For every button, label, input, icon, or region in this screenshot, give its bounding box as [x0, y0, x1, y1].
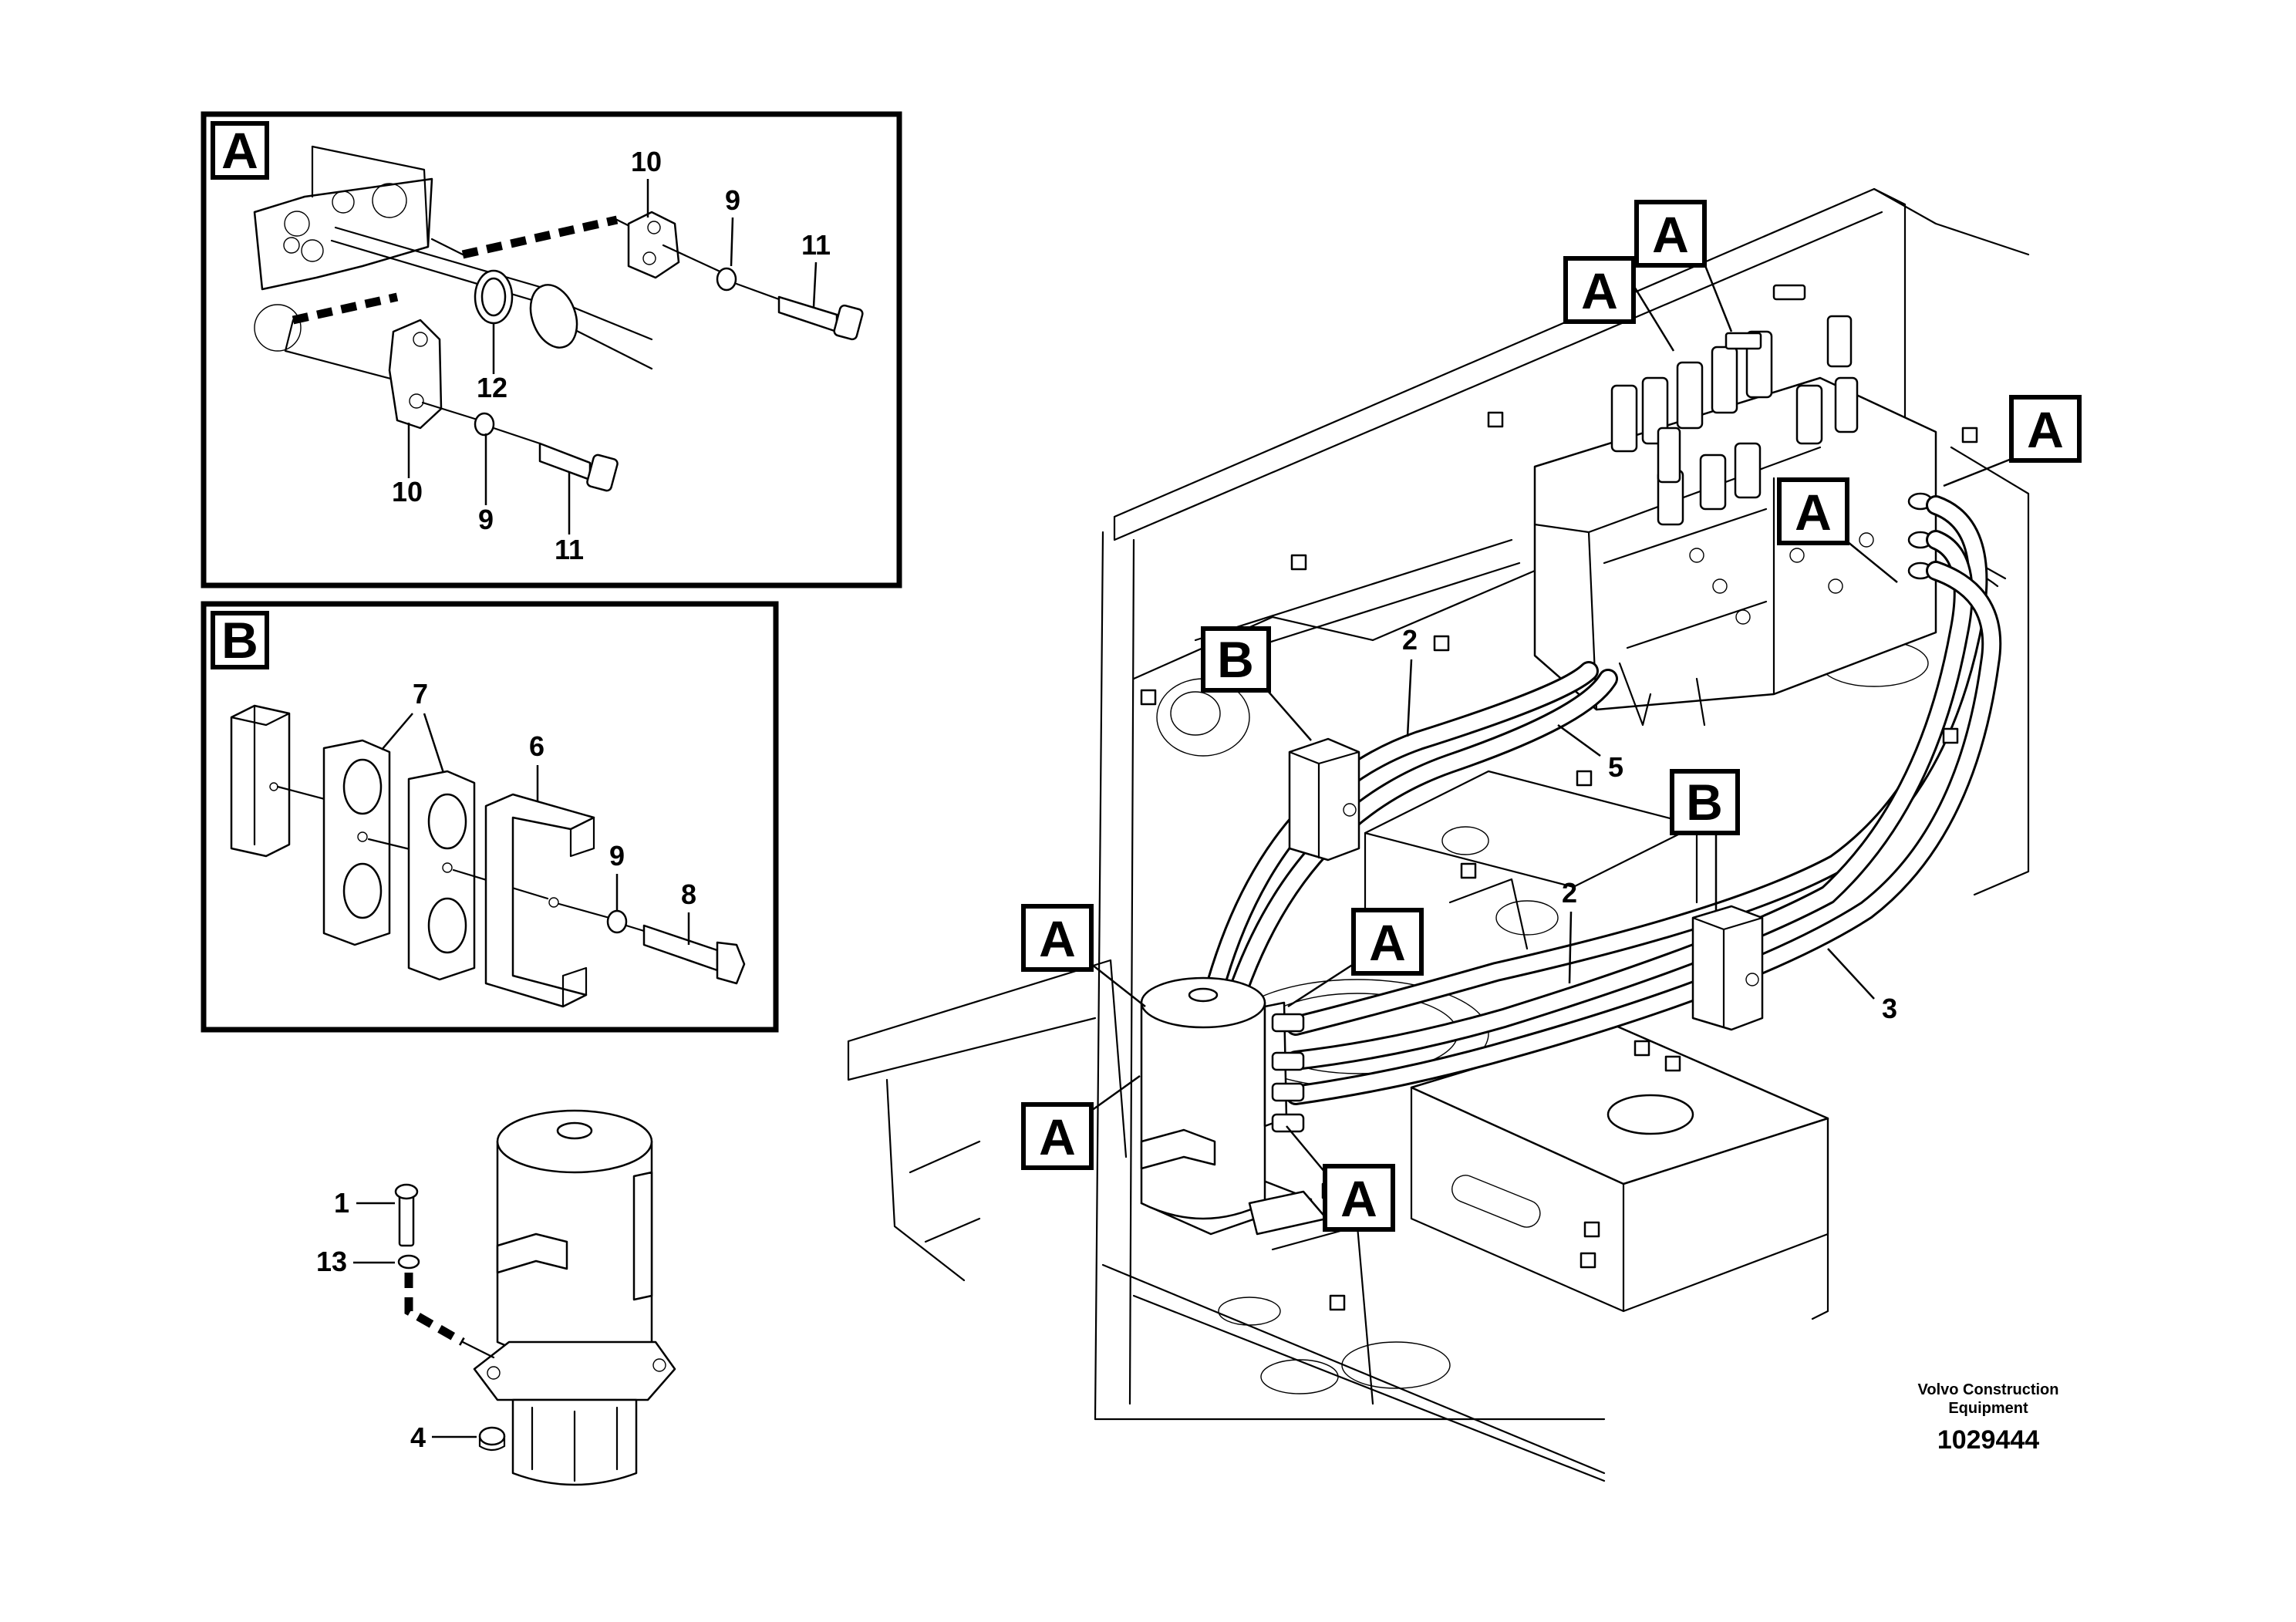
callout-a4: A	[1777, 477, 1898, 583]
svg-text:A: A	[1039, 1108, 1076, 1165]
detail-b-frame	[201, 601, 779, 1033]
label-hose-2-lower: 2	[1562, 877, 1577, 909]
label-clamp-half-lower: 10	[392, 476, 423, 508]
callout-a6: A	[1287, 908, 1424, 1008]
label-hose-5: 5	[1608, 751, 1623, 783]
callout-a2: A	[1634, 200, 1733, 332]
callout-a8: A	[1286, 1125, 1395, 1232]
clamp-half-lower	[388, 319, 443, 430]
swivel-notch	[496, 1233, 568, 1274]
label-clamp-halves: 7	[413, 678, 428, 710]
svg-text:A: A	[1581, 262, 1618, 319]
rubber-block	[230, 704, 291, 858]
swivel-tube	[632, 1171, 653, 1301]
label-nut-4: 4	[410, 1421, 426, 1453]
svg-text:A: A	[2027, 401, 2064, 458]
detail-a-callout-label: A	[221, 122, 258, 179]
label-screw-upper: 11	[801, 229, 831, 261]
label-hose-2-upper: 2	[1402, 624, 1418, 656]
washer-upper	[716, 267, 737, 292]
label-screw-1: 1	[334, 1187, 349, 1219]
callout-a7: A	[1021, 1074, 1141, 1170]
svg-text:A: A	[1369, 914, 1406, 971]
detail-b-callout-box	[211, 611, 269, 669]
callout-a5: A	[1021, 904, 1146, 1007]
svg-text:B: B	[1686, 774, 1723, 831]
screw-upper	[777, 295, 838, 333]
label-clamp-half-upper: 10	[631, 146, 662, 177]
callout-b1: B	[1201, 626, 1312, 741]
svg-text:A: A	[1340, 1170, 1377, 1227]
label-o-ring: 12	[477, 372, 507, 403]
label-washer-13: 13	[316, 1246, 347, 1277]
brand-line-2: Equipment	[1948, 1400, 2028, 1417]
washer-lower	[474, 412, 495, 437]
svg-text:A: A	[1795, 484, 1832, 541]
flange-block	[253, 177, 433, 291]
cover-plate	[484, 793, 595, 1008]
washer-b	[606, 909, 628, 934]
label-screw-b: 8	[681, 878, 696, 910]
svg-text:A: A	[1039, 910, 1076, 967]
callout-a1: A	[1563, 256, 1675, 352]
document-number: 1029444	[1937, 1425, 2039, 1455]
screw-lower	[538, 442, 592, 481]
hydraulic-hoses	[1201, 495, 2002, 1105]
detail-b-panel: B 7 6 9 8	[201, 601, 779, 1033]
label-hose-3: 3	[1882, 993, 1897, 1024]
detail-a-panel: A	[201, 111, 902, 588]
screw-1	[398, 1190, 415, 1247]
detail-a-frame	[201, 111, 902, 588]
detail-a-callout-box	[211, 121, 269, 180]
pipe-end-fitting	[529, 284, 578, 349]
screw-b	[642, 924, 719, 972]
detail-b-callout-label: B	[221, 612, 258, 669]
clamp-half-upper	[627, 211, 680, 279]
control-valve	[1533, 330, 1937, 727]
nut-4	[478, 1426, 506, 1446]
washer-13	[397, 1254, 420, 1270]
callout-b2: B	[1670, 769, 1740, 910]
footer: Volvo Construction Equipment 1029444	[1918, 1381, 2059, 1455]
swivel-joint-detail: 1 13 4	[316, 1109, 676, 1486]
label-washer-upper: 9	[725, 184, 740, 216]
label-washer-lower: 9	[478, 504, 494, 535]
swivel-joint-main	[1140, 976, 1328, 1236]
svg-text:A: A	[1652, 206, 1689, 263]
hose-clamp-b2	[1691, 905, 1764, 1031]
callout-a3: A	[1943, 395, 2082, 487]
label-cover: 6	[529, 730, 544, 762]
hose-clamp-b1	[1288, 737, 1360, 862]
label-screw-lower: 11	[555, 534, 584, 565]
brand-line-1: Volvo Construction	[1918, 1381, 2059, 1398]
main-assembly-view: A A A A A A A	[847, 187, 2082, 1482]
label-washer-b: 9	[609, 840, 625, 872]
frame-left	[847, 959, 1128, 1158]
svg-text:B: B	[1217, 631, 1254, 688]
swivel-flange	[473, 1340, 676, 1401]
